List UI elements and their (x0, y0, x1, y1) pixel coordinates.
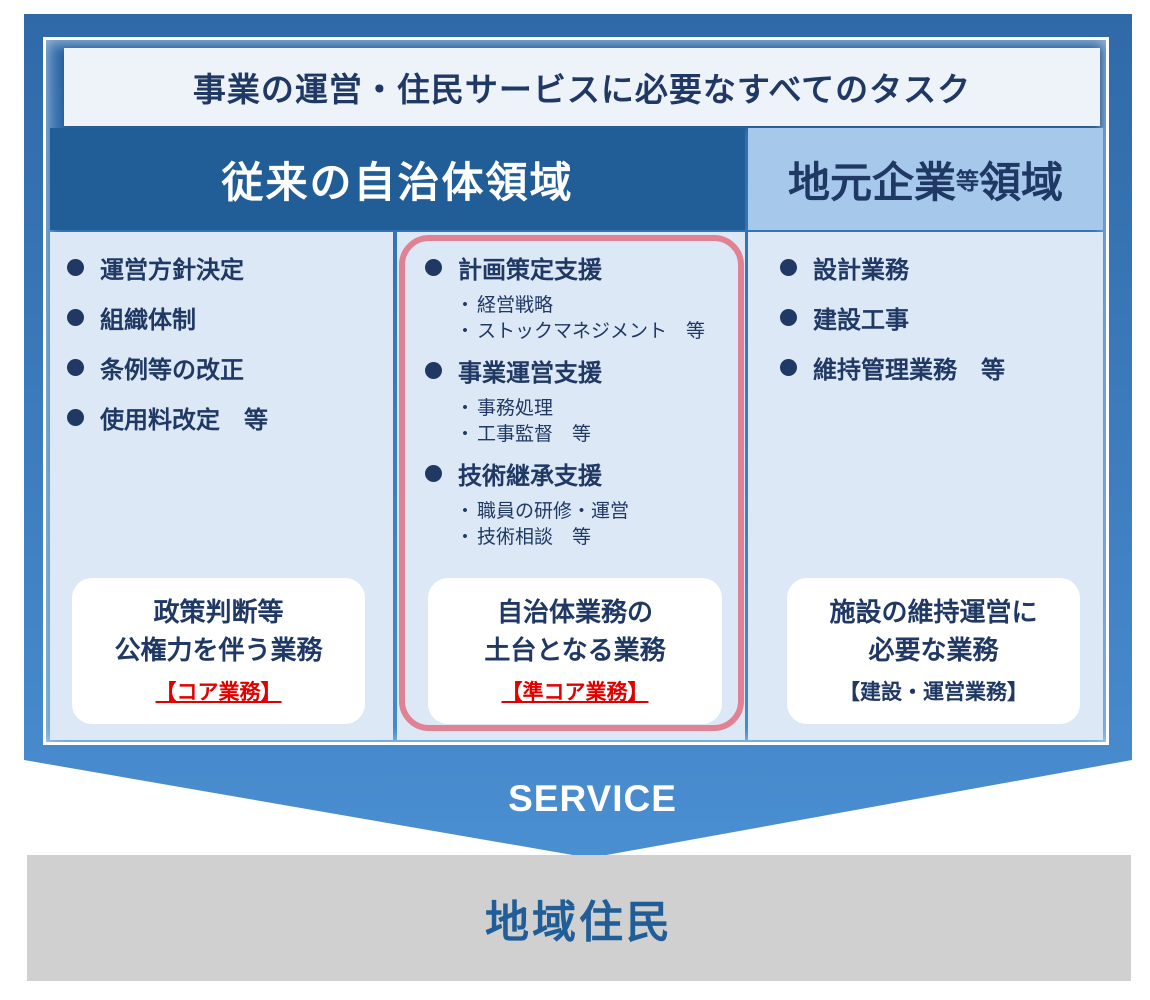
bullet-icon (425, 258, 442, 276)
header-municipal-domain: 従来の自治体領域 (50, 128, 745, 230)
bullet-icon (425, 464, 442, 482)
sub-item: ・ストックマネジメント 等 (455, 319, 706, 342)
list-item: 維持管理業務 等 (780, 352, 1005, 384)
residents-box: 地域住民 (27, 855, 1131, 981)
sub-item: ・職員の研修・運営 (455, 499, 630, 522)
card-line: 公権力を伴う業務 (114, 636, 323, 666)
bullet-icon (67, 258, 84, 276)
card-line: 自治体業務の (496, 598, 653, 628)
card-semi-core-work: 自治体業務の 土台となる業務 【準コア業務】 (428, 578, 722, 724)
list-item: 設計業務 (780, 252, 909, 284)
list-item: 技術継承支援 (425, 458, 602, 490)
header-local-business-domain: 地元企業等領域 (748, 128, 1103, 230)
bullet-icon (425, 361, 442, 379)
list-item: 使用料改定 等 (67, 402, 268, 434)
header-right-small: 等 (956, 169, 979, 195)
card-tag: 【準コア業務】 (501, 680, 649, 704)
sub-item: ・工事監督 等 (455, 422, 592, 445)
card-tag: 【建設・運営業務】 (839, 680, 1028, 704)
card-line: 施設の維持運営に (829, 598, 1038, 628)
list-item: 事業運営支援 (425, 355, 602, 387)
header-right-main1: 地元企業 (787, 157, 956, 207)
list-item: 運営方針決定 (67, 252, 244, 284)
bullet-icon (67, 358, 84, 376)
page-title: 事業の運営・住民サービスに必要なすべてのタスク (64, 48, 1100, 126)
bullet-icon (780, 358, 797, 376)
card-core-work: 政策判断等 公権力を伴う業務 【コア業務】 (72, 578, 365, 724)
list-item: 条例等の改正 (67, 352, 244, 384)
card-line: 土台となる業務 (484, 636, 666, 666)
bullet-icon (780, 308, 797, 326)
header-right-main2: 領域 (979, 157, 1064, 207)
list-item: 計画策定支援 (425, 252, 602, 284)
list-item: 組織体制 (67, 302, 196, 334)
card-construction-work: 施設の維持運営に 必要な業務 【建設・運営業務】 (787, 578, 1080, 724)
card-tag: 【コア業務】 (155, 680, 282, 704)
sub-item: ・技術相談 等 (455, 525, 592, 548)
service-label: SERVICE (508, 778, 677, 819)
sub-item: ・経営戦略 (455, 293, 554, 316)
card-line: 政策判断等 (153, 598, 284, 628)
sub-item: ・事務処理 (455, 396, 554, 419)
bullet-icon (67, 308, 84, 326)
bullet-icon (780, 258, 797, 276)
card-line: 必要な業務 (868, 636, 999, 666)
bullet-icon (67, 408, 84, 426)
inner-frame (43, 37, 1109, 745)
list-item: 建設工事 (780, 302, 909, 334)
